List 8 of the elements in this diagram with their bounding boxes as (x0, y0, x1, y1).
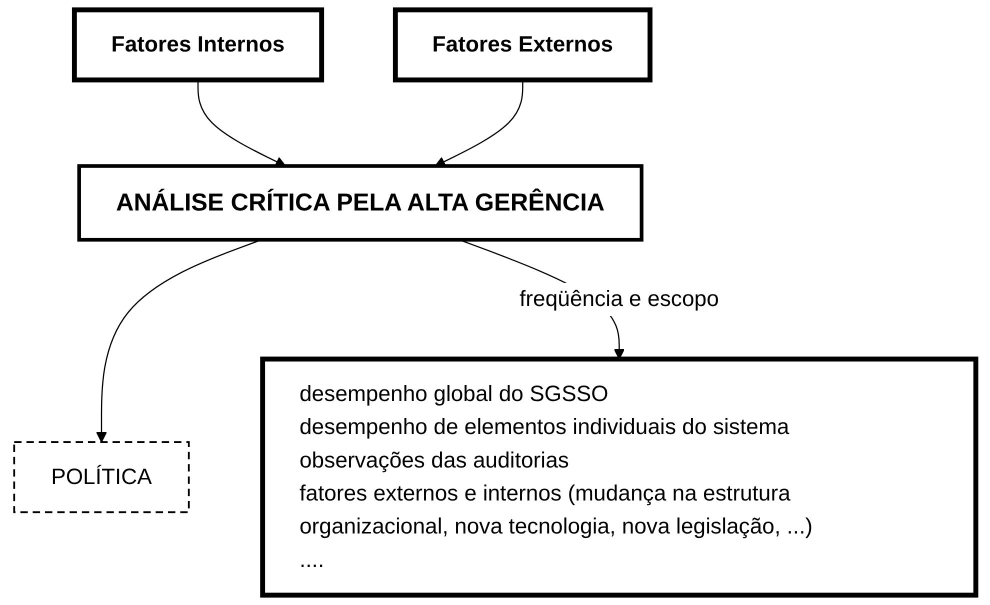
node-box: Fatores Internos (72, 7, 324, 82)
arrow (197, 80, 286, 167)
node-box: ANÁLISE CRÍTICA PELA ALTA GERÊNCIA (77, 164, 644, 242)
node-box: desempenho global do SGSSO desempenho de elementos individuais do sistema observações das auditorias fatores externos e internos (mudança na estrutura organizacional, nova tecnologia, nova legislação, ...) .... (260, 356, 978, 598)
node-box: POLÍTICA (13, 441, 190, 514)
edge-label: freqüência e escopo (520, 286, 719, 312)
arrow (434, 80, 524, 167)
node-box: Fatores Externos (392, 7, 652, 82)
